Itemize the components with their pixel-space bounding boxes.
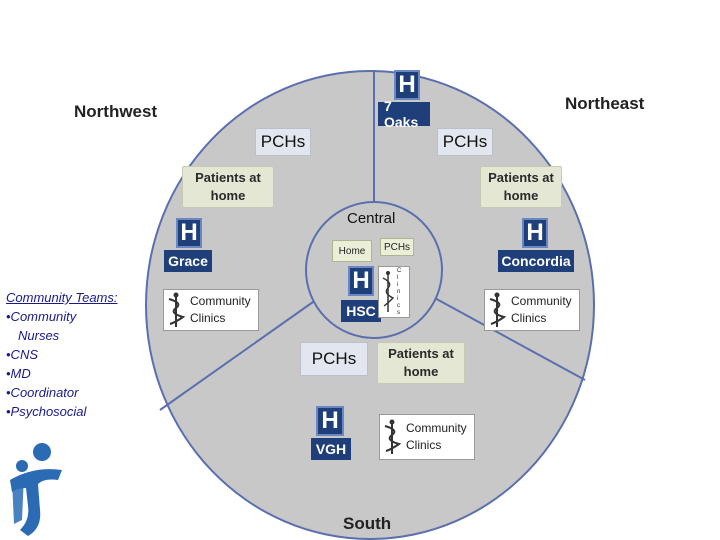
hospital-icon-concordia: H [522,218,548,248]
hospital-label-vgh: VGH [311,438,351,460]
hospital-icon-hsc: H [348,266,374,296]
divider-southwest [159,289,331,411]
team-item: •MD [6,366,31,381]
patients-at-home-south: Patients at home [377,342,465,384]
community-clinics-east: Community Clinics [484,289,580,331]
hospital-label-grace: Grace [164,250,212,272]
clinic-label: Community Clinics [190,294,251,325]
hospital-icon-grace: H [176,218,202,248]
caduceus-icon [168,292,186,327]
caduceus-icon [384,419,402,454]
team-item: •Psychosocial [6,404,87,419]
patients-at-home-northeast: Patients at home [480,166,562,208]
hospital-icon-vgh: H [316,406,344,436]
central-home-box: Home [332,240,372,262]
divider-southeast [419,289,586,381]
caduceus-icon [489,292,507,327]
community-teams-list: Community Teams: •Community Nurses •CNS … [6,288,156,421]
hospital-label-7-oaks: 7 Oaks [378,98,430,130]
pchs-south: PCHs [300,342,368,376]
hospital-icon-7-oaks: H [394,70,420,100]
hospital-label-hsc: HSC [341,300,381,322]
patients-at-home-northwest: Patients at home [182,166,274,208]
team-item: •Community [6,309,77,324]
team-item: •Coordinator [6,385,79,400]
pchs-northwest: PCHs [255,128,311,156]
caduceus-icon [382,271,395,312]
region-south-label: South [343,514,392,533]
organization-logo-icon [10,443,62,536]
hospital-label-concordia: Concordia [498,250,574,272]
clinics-vertical-text: C l i n i c s [397,267,402,316]
pchs-northeast: PCHs [437,128,493,156]
region-northwest-label: Northwest [74,102,158,121]
clinic-label: Community Clinics [511,294,572,325]
community-clinics-west: Community Clinics [163,289,259,331]
team-item: Nurses [18,328,60,343]
team-item: •CNS [6,347,38,362]
community-teams-title: Community Teams: [6,290,118,305]
clinic-label: Community Clinics [406,421,467,452]
community-clinics-south: Community Clinics [379,414,475,460]
central-pchs-box: PCHs [380,238,414,256]
region-central-label: Central [347,210,396,227]
region-northeast-label: Northeast [565,94,645,113]
central-clinics-box: C l i n i c s [378,266,410,318]
